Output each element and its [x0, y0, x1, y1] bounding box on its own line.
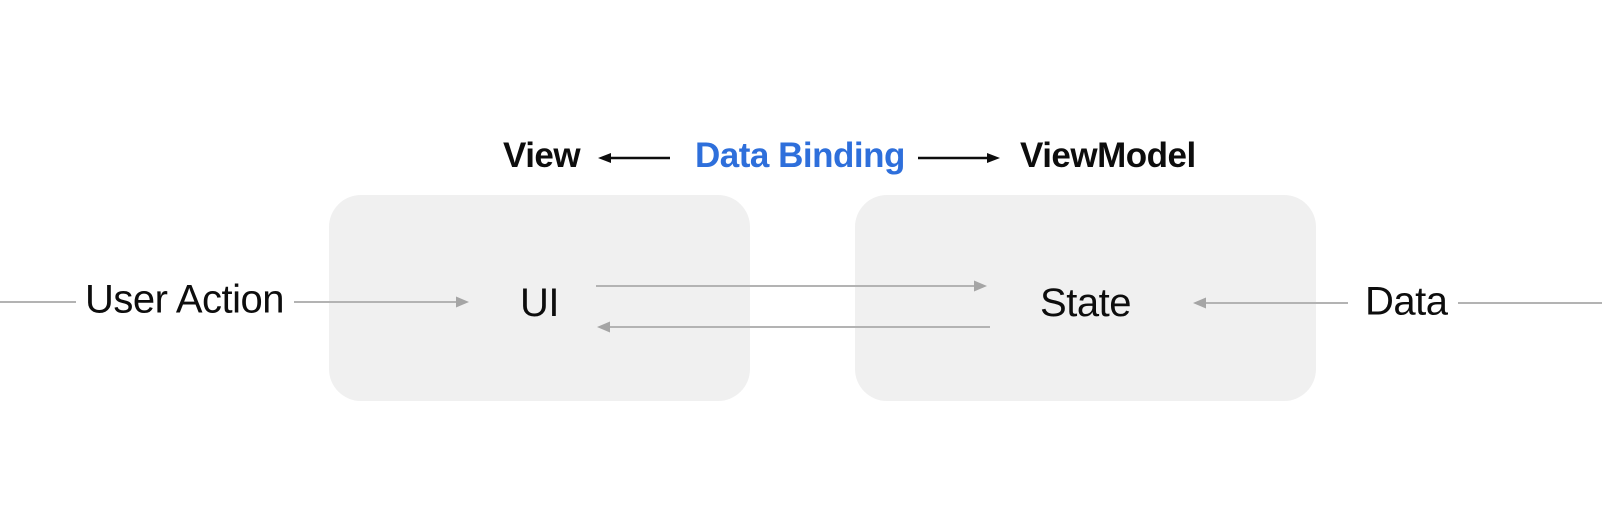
- user-action-label: User Action: [85, 277, 285, 322]
- arrow-to-view-icon: [598, 153, 670, 163]
- arrow-to-viewmodel-icon: [918, 153, 1000, 163]
- ui-box: UI: [329, 195, 750, 401]
- ui-label: UI: [520, 280, 560, 325]
- view-label: View: [503, 136, 581, 175]
- data-binding-label: Data Binding: [695, 136, 905, 175]
- data-label: Data: [1365, 279, 1448, 324]
- viewmodel-label: ViewModel: [1020, 136, 1196, 175]
- state-box: State: [855, 195, 1316, 401]
- state-label: State: [1040, 280, 1131, 325]
